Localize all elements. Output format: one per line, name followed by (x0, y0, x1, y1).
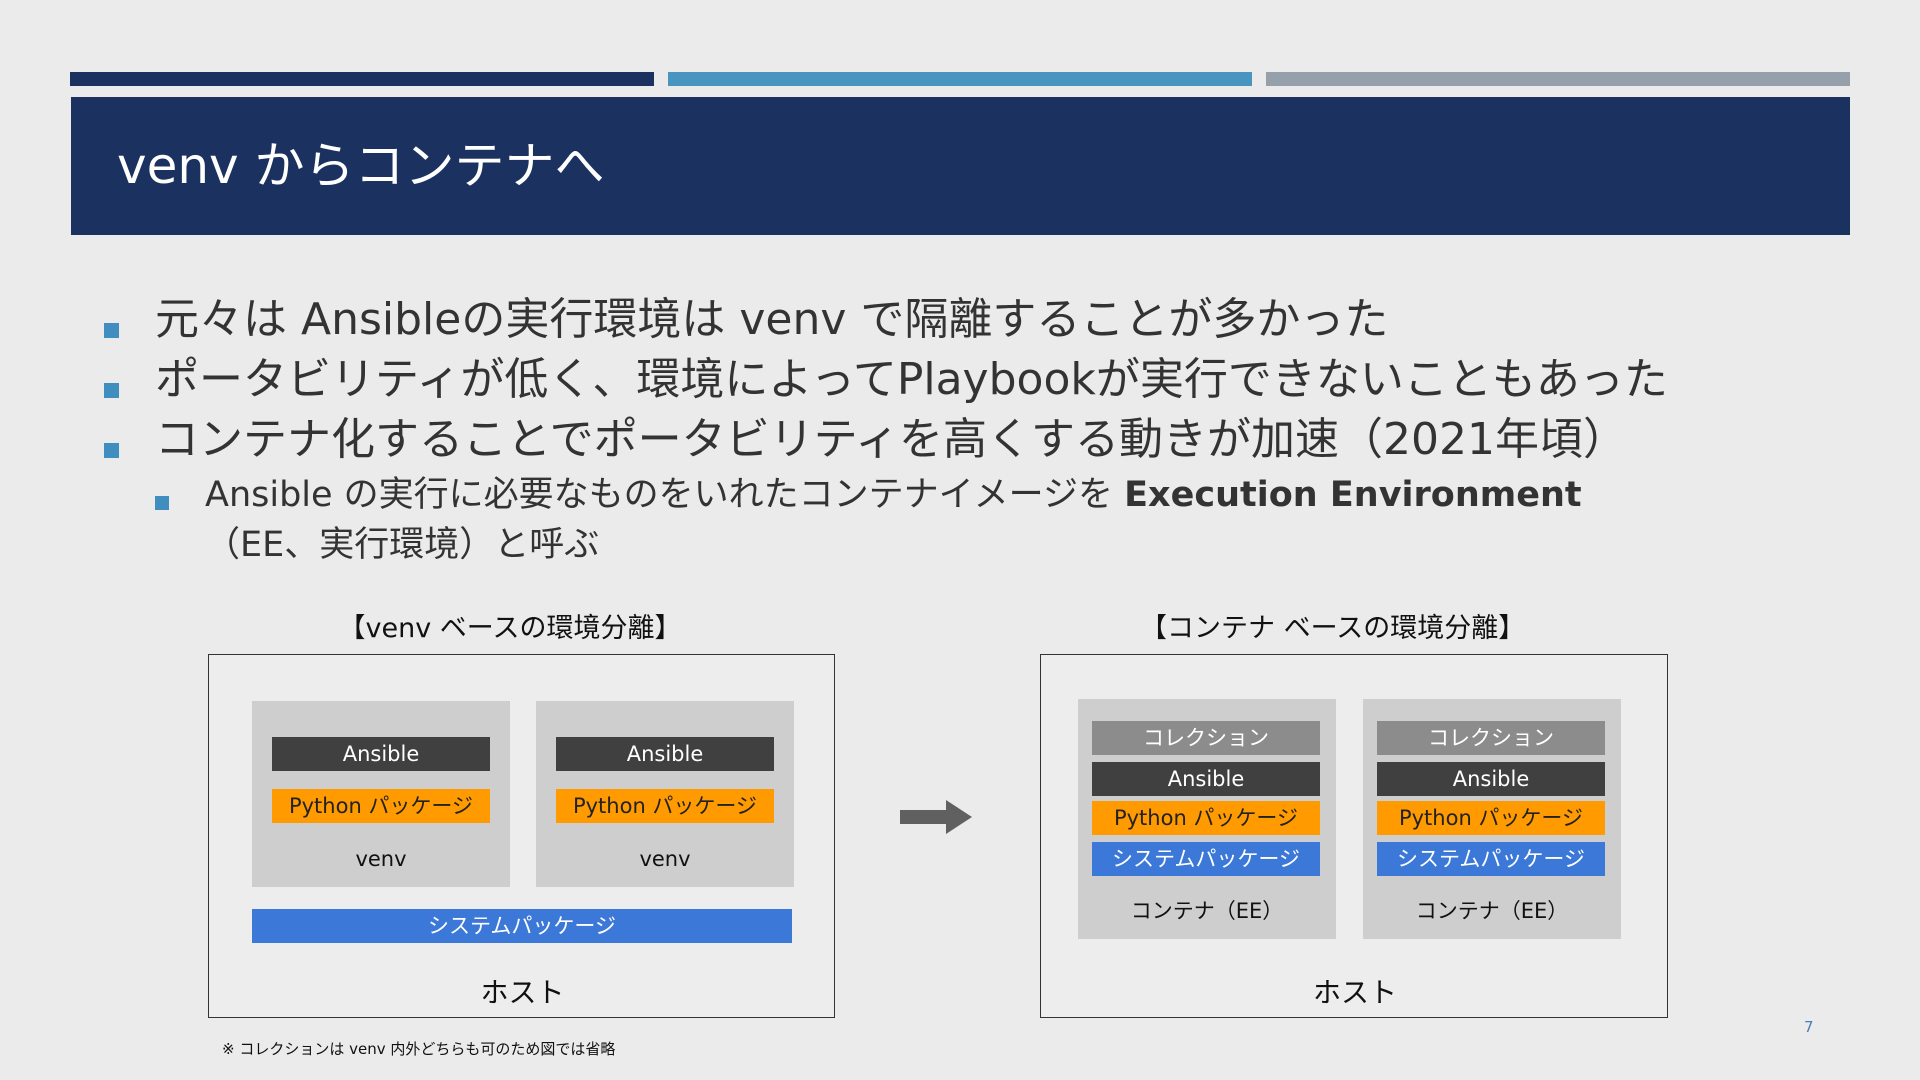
collection-layer: コレクション (1092, 721, 1320, 755)
top-accent-bar-blue (668, 72, 1252, 86)
ansible-layer: Ansible (1092, 762, 1320, 796)
left-host-box: Ansible Python パッケージ venv Ansible Python… (208, 654, 835, 1018)
container-ee-label: コンテナ（EE） (1415, 899, 1569, 923)
bullet-text: ポータビリティが低く、環境によってPlaybookが実行できないこともあった (155, 354, 1668, 405)
top-accent-bar-navy (70, 72, 654, 86)
bullet-text: 元々は Ansibleの実行環境は venv で隔離することが多かった (155, 294, 1389, 345)
bullet-square-icon (155, 496, 169, 510)
venv-box-1: Ansible Python パッケージ venv (252, 701, 510, 887)
collection-layer: コレクション (1377, 721, 1605, 755)
venv-label: venv (639, 847, 691, 871)
right-host-box: コレクション Ansible Python パッケージ システムパッケージ コン… (1040, 654, 1668, 1018)
system-package-layer: システムパッケージ (252, 909, 792, 943)
bullet-square-icon (104, 383, 119, 398)
ansible-layer: Ansible (556, 737, 774, 771)
system-package-layer: システムパッケージ (1092, 842, 1320, 876)
sub-bullet-text: Ansible の実行に必要なものをいれたコンテナイメージを (205, 475, 1125, 515)
venv-box-2: Ansible Python パッケージ venv (536, 701, 794, 887)
python-package-layer: Python パッケージ (1377, 801, 1605, 835)
python-package-layer: Python パッケージ (556, 789, 774, 823)
bullet-list: 元々は Ansibleの実行環境は venv で隔離することが多かった ポータビ… (100, 290, 1800, 570)
venv-label: venv (355, 847, 407, 871)
slide-title: venv からコンテナへ (117, 137, 605, 195)
container-ee-label: コンテナ（EE） (1130, 899, 1284, 923)
host-label: ホスト (1312, 976, 1397, 1009)
right-arrow-icon (900, 800, 972, 834)
sub-bullet-item: Ansible の実行に必要なものをいれたコンテナイメージを Execution… (100, 470, 1800, 570)
sub-bullet-text-line2: （EE、実行環境）と呼ぶ (205, 525, 600, 565)
python-package-layer: Python パッケージ (1092, 801, 1320, 835)
bullet-item: 元々は Ansibleの実行環境は venv で隔離することが多かった (100, 290, 1800, 350)
bullet-item: コンテナ化することでポータビリティを高くする動きが加速（2021年頃） (100, 410, 1800, 470)
ansible-layer: Ansible (1377, 762, 1605, 796)
container-ee-box-1: コレクション Ansible Python パッケージ システムパッケージ コン… (1078, 699, 1336, 939)
container-ee-box-2: コレクション Ansible Python パッケージ システムパッケージ コン… (1363, 699, 1621, 939)
bullet-text: コンテナ化することでポータビリティを高くする動きが加速（2021年頃） (155, 414, 1628, 465)
top-accent-bar-gray (1266, 72, 1850, 86)
left-diagram-title: 【venv ベースの環境分離】 (338, 613, 682, 644)
page-number: 7 (1804, 1018, 1814, 1036)
host-label: ホスト (480, 976, 565, 1009)
bullet-square-icon (104, 443, 119, 458)
bullet-square-icon (104, 323, 119, 338)
footnote: ※ コレクションは venv 内外どちらも可のため図では省略 (222, 1040, 616, 1058)
ansible-layer: Ansible (272, 737, 490, 771)
sub-bullet-bold-term: Execution Environment (1124, 475, 1582, 515)
right-diagram-title: 【コンテナ ベースの環境分離】 (1140, 613, 1526, 644)
title-bar: venv からコンテナへ (71, 97, 1850, 235)
bullet-item: ポータビリティが低く、環境によってPlaybookが実行できないこともあった (100, 350, 1800, 410)
system-package-layer: システムパッケージ (1377, 842, 1605, 876)
python-package-layer: Python パッケージ (272, 789, 490, 823)
